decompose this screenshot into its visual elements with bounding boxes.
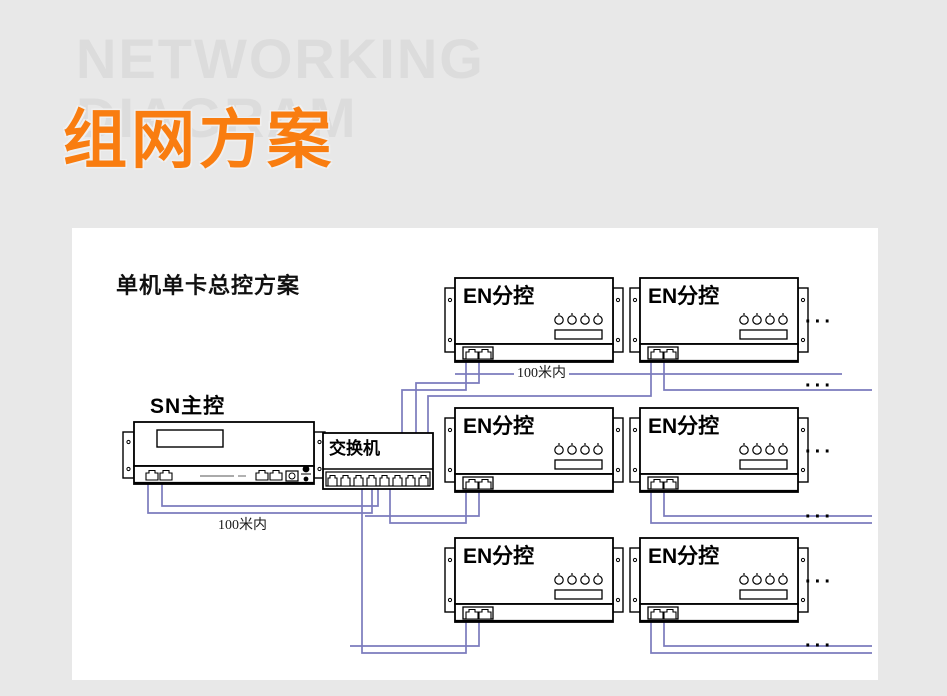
device-label-en-r2c1: EN分控	[463, 415, 535, 438]
device-label-en-r1c2: EN分控	[648, 285, 720, 308]
watermark-line-1: NETWORKING	[76, 27, 485, 90]
ellipsis-row2-right: ···	[805, 441, 834, 463]
cable-slave-r2c2-trunk	[650, 492, 872, 524]
cable-switch-to-slave-r3c1-b	[350, 622, 480, 647]
ellipsis-row1-below: ···	[805, 375, 834, 397]
cable-switch-to-slave-r3c1	[361, 489, 467, 654]
device-label-en-r3c2: EN分控	[648, 545, 720, 568]
cable-master-to-switch-2	[161, 480, 379, 507]
ellipsis-row3-below: ···	[805, 635, 834, 657]
cable-slave-r1c2-trunk	[663, 362, 872, 391]
device-label-en-r3c1: EN分控	[463, 545, 535, 568]
cable-layer	[147, 362, 872, 654]
ellipsis-row3-right: ···	[805, 571, 834, 593]
cable-distance-label-master: 100米内	[215, 519, 270, 533]
network-diagram-svg	[121, 276, 872, 654]
ellipsis-row2-below: ···	[805, 506, 834, 528]
page-title: 组网方案	[63, 104, 335, 176]
cable-distance-label-row1: 100米内	[514, 367, 569, 381]
diagram-panel: 单机单卡总控方案	[72, 228, 878, 680]
device-label-sn-master: SN主控	[150, 395, 226, 418]
cable-slave-r2c2-trunk-b	[663, 492, 872, 517]
cable-master-to-switch	[147, 480, 373, 514]
device-layer	[121, 276, 810, 624]
cable-slave-r3c2-trunk-b	[663, 622, 872, 647]
cable-switch-to-slave-r2c1-b	[365, 492, 480, 517]
device-label-en-r2c2: EN分控	[648, 415, 720, 438]
ellipsis-row1-right: ···	[805, 311, 834, 333]
page-header: NETWORKING DIAGRAM 组网方案	[0, 0, 947, 228]
device-sn-master[interactable]	[121, 420, 327, 486]
cable-slave-r3c2-trunk	[650, 622, 872, 654]
cable-switch-to-slave-r2c1	[389, 489, 467, 524]
diagram-subtitle: 单机单卡总控方案	[116, 273, 301, 298]
watermark-line-2: DIAGRAM	[76, 86, 358, 149]
device-label-en-r1c1: EN分控	[463, 285, 535, 308]
device-label-switch: 交换机	[329, 439, 380, 458]
